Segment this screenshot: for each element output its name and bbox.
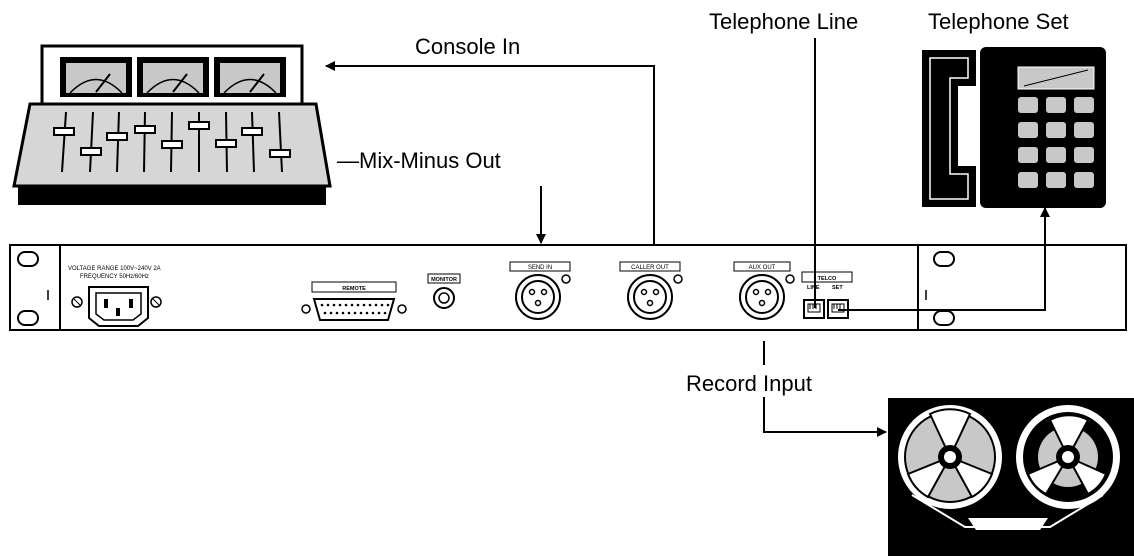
xlr-connector-icon [627,274,683,320]
xlr-connector-icon [515,274,571,320]
frequency-label: FREQUENCY 50Hz/60Hz [80,274,149,280]
rack-panel: VOLTAGE RANGE 100V~240V 2A FREQUENCY 50H… [9,244,1127,331]
line-label: LINE [807,285,820,291]
monitor-label: MONITOR [431,277,457,283]
monitor-jack-icon [433,287,455,309]
telco-label: TELCO [818,276,837,282]
vu-meter-icon [214,57,286,97]
console-in-line [325,61,655,245]
telephone-set-icon [922,47,1106,208]
faders [53,111,291,173]
remote-label: REMOTE [342,286,366,292]
tape-recorder-icon [888,398,1134,556]
aux-out-label: AUX OUT [749,265,776,271]
console-in-label: Console In [415,34,520,59]
record-input-label: Record Input [686,371,812,396]
db25-connector-icon [301,298,407,321]
voltage-label: VOLTAGE RANGE 100V~240V 2A [68,266,161,272]
power-inlet-icon [71,286,162,327]
mix-minus-out-label: —Mix-Minus Out [337,148,501,173]
connections [325,38,1050,437]
send-in-label: SEND IN [528,265,552,271]
record-input-line-lower [763,397,887,437]
vu-meter-icon [60,57,132,97]
vu-meter-icon [137,57,209,97]
telephone-set-label: Telephone Set [928,9,1069,34]
xlr-connector-icon [739,274,795,320]
set-label: SET [832,285,843,291]
telephone-set-line [838,207,1050,311]
mixing-console-icon [12,44,332,205]
telephone-line-label: Telephone Line [709,9,858,34]
caller-out-label: CALLER OUT [631,265,669,271]
